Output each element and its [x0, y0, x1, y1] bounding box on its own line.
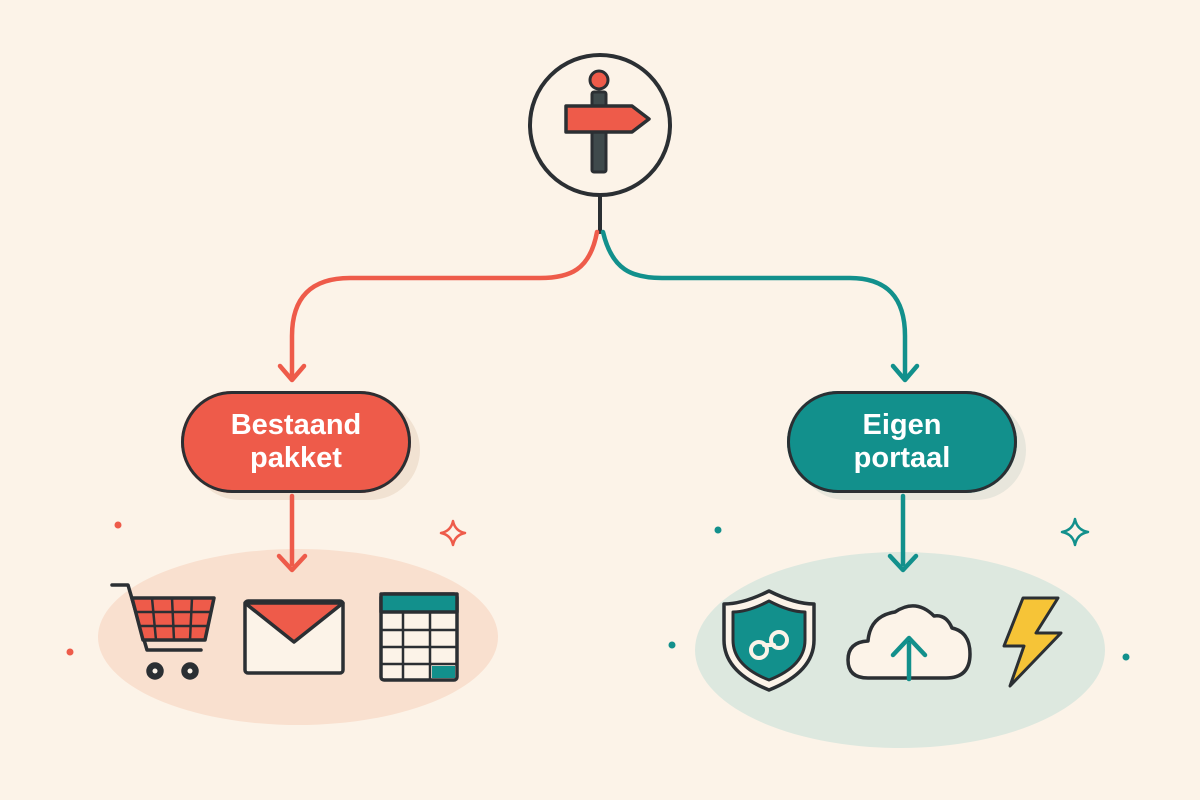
sparkle-right-icon	[1060, 517, 1090, 547]
branch-label-line2: portaal	[853, 442, 951, 474]
right-branch-connector	[600, 229, 908, 381]
signpost-icon	[528, 53, 672, 197]
right-arrowhead	[890, 363, 920, 383]
lightning-icon	[1002, 596, 1063, 688]
right-lower-arrowhead	[887, 553, 919, 573]
dot-decoration	[668, 641, 676, 649]
sparkle-left-icon	[439, 519, 467, 547]
left-branch-connector	[289, 229, 600, 381]
shield-link-icon	[722, 589, 816, 692]
left-arrowhead	[277, 363, 307, 383]
branch-eigen-portaal: Eigen portaal	[787, 391, 1017, 493]
dot-decoration	[1122, 653, 1130, 661]
branch-bestaand-pakket: Bestaand pakket	[181, 391, 411, 493]
dot-decoration	[714, 526, 722, 534]
dot-decoration	[66, 648, 74, 656]
branch-label-line2: pakket	[250, 442, 342, 474]
branch-label-line1: Eigen	[862, 409, 942, 441]
cloud-upload-icon	[846, 604, 972, 682]
shopping-cart-icon	[110, 583, 216, 680]
spreadsheet-icon	[379, 592, 459, 682]
dot-decoration	[114, 521, 122, 529]
envelope-icon	[243, 599, 345, 675]
left-lower-arrowhead	[276, 553, 308, 573]
branch-label-line1: Bestaand	[230, 409, 362, 441]
